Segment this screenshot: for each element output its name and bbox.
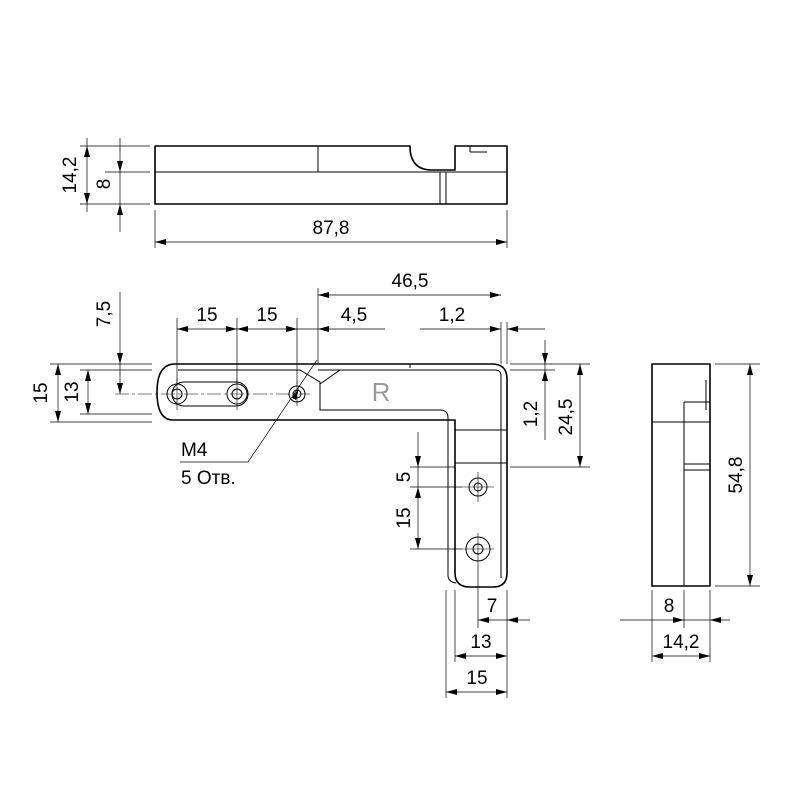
dim-top-length: 87,8 — [313, 218, 350, 239]
dim-leg-13: 13 — [470, 632, 491, 653]
dim-plan-hole-pitch-1: 15 — [196, 305, 217, 326]
hole-count: 5 Отв. — [181, 468, 236, 489]
plan-view: R — [115, 363, 508, 588]
dim-leg-15: 15 — [394, 507, 415, 528]
plan-view-outline — [156, 363, 508, 588]
plan-view-inner-edge — [318, 369, 502, 578]
plan-view-inner-outline — [178, 369, 457, 584]
side-view-dimensions: 54,8 8 14,2 — [620, 363, 760, 662]
plan-view-dimensions: 46,5 15 15 4,5 1,2 7,5 15 1 — [31, 271, 590, 698]
part-mark: R — [372, 377, 391, 407]
top-view-outline — [154, 145, 508, 205]
dim-plan-245: 24,5 — [556, 399, 577, 436]
dim-plan-offset-45: 4,5 — [341, 305, 367, 326]
dim-plan-width-13: 13 — [62, 381, 83, 402]
dim-leg-15-bottom: 15 — [466, 668, 487, 689]
dim-plan-overall: 46,5 — [392, 271, 429, 292]
hole-leader — [247, 359, 318, 463]
dim-side-width-total: 14,2 — [663, 632, 700, 653]
plan-view-chamfer — [319, 369, 341, 385]
hole-thread: M4 — [181, 440, 208, 461]
dim-top-height-total: 14,2 — [60, 157, 81, 194]
dim-side-width-inner: 8 — [664, 596, 675, 617]
dim-plan-offset-12-side: 1,2 — [521, 401, 542, 427]
dim-leg-7: 7 — [487, 596, 498, 617]
side-view — [651, 363, 711, 587]
dim-plan-offset-12-top: 1,2 — [439, 305, 465, 326]
dim-side-height: 54,8 — [726, 457, 747, 494]
top-view-dimensions: 14,2 8 87,8 — [60, 138, 508, 248]
dim-plan-hole-pitch-2: 15 — [256, 305, 277, 326]
side-view-outline — [651, 363, 711, 587]
dim-plan-75: 7,5 — [94, 301, 115, 327]
top-view — [154, 145, 508, 205]
dim-leg-5: 5 — [394, 472, 415, 483]
dim-plan-width-15: 15 — [31, 382, 52, 403]
dim-top-height-inner: 8 — [94, 179, 115, 190]
